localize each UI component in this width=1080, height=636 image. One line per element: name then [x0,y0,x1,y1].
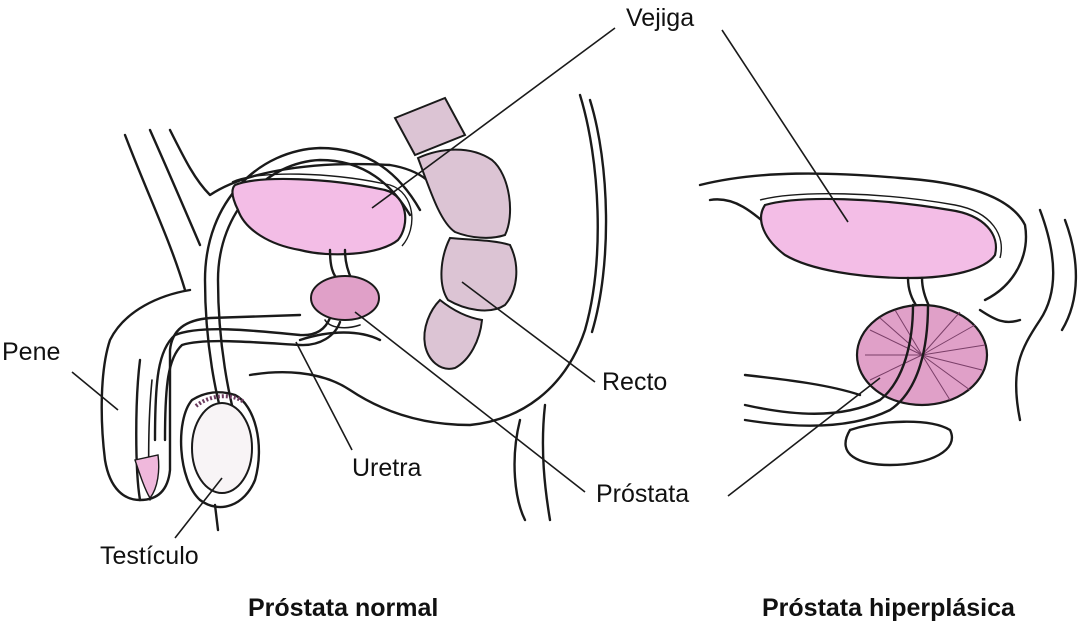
leader-lines [71,27,881,539]
leader-prostate-hyper [727,377,881,497]
normal-anatomy-figure [100,93,608,532]
leader-rectum [461,281,596,383]
leader-testicle [174,477,223,539]
prostate-radial-lines [865,309,986,401]
label-bladder: Vejiga [626,4,695,32]
leader-bladder-normal [371,27,616,209]
label-prostate: Próstata [596,480,690,508]
label-penis: Pene [2,338,61,366]
label-urethra: Uretra [352,454,422,482]
caption-hyperplastic-prostate: Próstata hiperplásica [762,594,1015,622]
hyperplastic-anatomy-figure [698,172,1078,467]
leader-prostate-normal [354,311,586,493]
leader-urethra [295,341,353,451]
caption-normal-prostate: Próstata normal [248,594,439,622]
leader-penis [71,371,119,411]
label-rectum: Recto [602,368,668,396]
leader-bladder-hyper [721,29,849,223]
label-testicle: Testículo [100,542,199,570]
